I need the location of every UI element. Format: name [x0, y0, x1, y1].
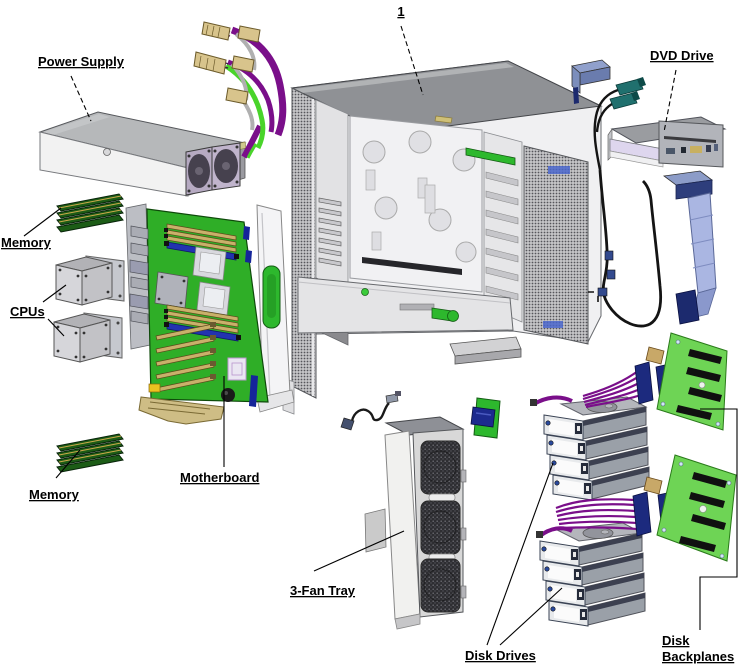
- chassis-foot: [449, 336, 522, 365]
- chassis-rear-mesh: [523, 145, 589, 345]
- chassis-disk-bay: [465, 131, 523, 323]
- dvd-cables: [588, 77, 663, 328]
- leader-lines: [23, 25, 738, 646]
- flex-ribbon-cable: [662, 170, 717, 325]
- mounting-bracket: [571, 59, 611, 104]
- disk-backplane-upper: [645, 332, 728, 431]
- disk-backplane-lower: [643, 454, 737, 562]
- three-fan-tray: [364, 416, 467, 630]
- leader-disk-backplanes: [699, 408, 738, 630]
- psu-front-face: [39, 131, 189, 197]
- label-memory-top: Memory: [1, 235, 52, 250]
- fan-power-board: [470, 397, 501, 439]
- leader-disk-drives-2: [499, 587, 563, 646]
- motherboard: [125, 203, 295, 425]
- pci-slot-brackets: [318, 197, 342, 267]
- leader-callout-1: [400, 25, 424, 96]
- power-cable-harness: [193, 21, 287, 150]
- memory-dimms-lower: [56, 433, 124, 473]
- cpu-lower: [53, 312, 123, 363]
- label-power-supply: Power Supply: [38, 54, 125, 69]
- label-callout-1: 1: [397, 4, 404, 19]
- chassis-front-panel: [297, 276, 514, 334]
- dvd-bezel: [658, 120, 724, 168]
- label-disk-backplanes-line2: Backplanes: [662, 649, 734, 664]
- leader-memory-top: [23, 207, 62, 237]
- leader-fan-tray: [313, 530, 405, 572]
- motherboard-io-ports: [129, 225, 149, 325]
- disk-drive-stack-lower: [539, 522, 646, 627]
- labels: 1 Power Supply Memory CPUs Memory Mother…: [1, 4, 734, 664]
- label-dvd-drive: DVD Drive: [650, 48, 714, 63]
- fan-cable: [340, 391, 401, 431]
- chassis-mb-tray: [349, 115, 483, 293]
- label-memory-bottom: Memory: [29, 487, 80, 502]
- teal-connectors: [609, 77, 646, 110]
- harness-connectors: [193, 21, 261, 105]
- label-disk-drives: Disk Drives: [465, 648, 536, 663]
- leader-memory-bottom: [55, 449, 81, 479]
- leader-cpu-upper: [42, 284, 67, 303]
- leader-dvd-drive: [663, 69, 677, 133]
- leader-disk-drives-1: [486, 462, 554, 646]
- label-cpus: CPUs: [10, 304, 45, 319]
- chassis: [282, 60, 603, 415]
- leader-cpu-lower: [47, 318, 65, 337]
- motherboard-cpu-sockets: [192, 246, 231, 316]
- disk-ribbon-cable-upper: [530, 361, 670, 409]
- label-disk-backplanes-line1: Disk: [662, 633, 690, 648]
- power-supply: [38, 111, 263, 197]
- motherboard-pci-slots: [155, 322, 216, 393]
- dvd-drive: [607, 116, 727, 168]
- label-motherboard: Motherboard: [180, 470, 260, 485]
- motherboard-dimm-bank-middle: [164, 304, 241, 342]
- cpu-upper: [55, 255, 125, 306]
- motherboard-battery: [221, 388, 235, 402]
- disk-drive-stack-upper: [543, 396, 650, 501]
- leader-power-supply: [70, 75, 92, 122]
- psu-fans: [185, 142, 241, 196]
- memory-dimms-upper: [56, 193, 124, 233]
- fan-tray-fans: [420, 440, 461, 613]
- label-fan-tray: 3-Fan Tray: [290, 583, 356, 598]
